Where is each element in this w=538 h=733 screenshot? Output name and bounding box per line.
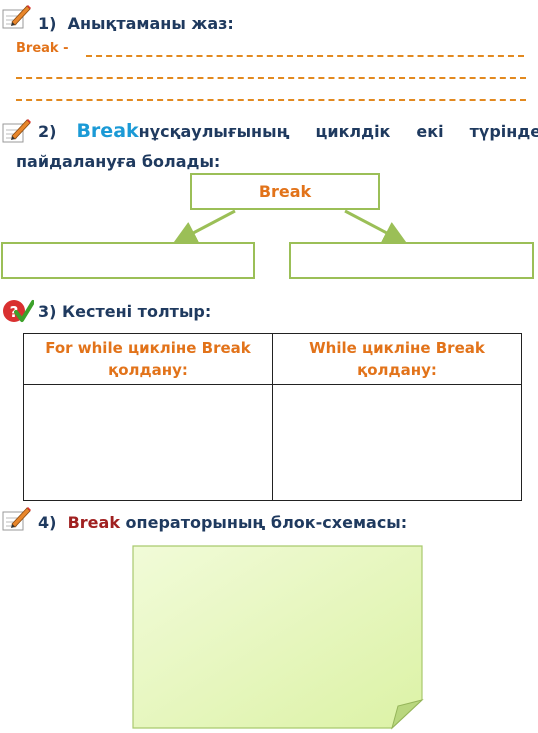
q3-number: 3): [38, 302, 57, 321]
fill-table: For while цикліне Break қолдану: While ц…: [23, 333, 522, 501]
table-header-col2: While цикліне Break қолдану:: [272, 333, 522, 385]
q2-heading-line1: 2) Break нұсқаулығының циклдік екі түрін…: [38, 120, 538, 142]
answer-line-3[interactable]: [16, 99, 526, 101]
sticky-note[interactable]: [130, 544, 426, 730]
table-cell-col2[interactable]: [272, 384, 522, 501]
q4-title: операторының блок-схемасы:: [125, 513, 408, 532]
q4-heading: 4) Break операторының блок-схемасы:: [38, 513, 407, 532]
answer-line-2[interactable]: [16, 77, 526, 79]
q1-term: Break -: [16, 41, 69, 56]
q3-heading: 3) Кестені толтыр:: [38, 302, 211, 321]
q1-number: 1): [38, 14, 57, 33]
break-root-box: Break: [190, 173, 380, 210]
pencil-notepad-icon: [2, 507, 31, 531]
table-row: [23, 384, 522, 501]
pencil-notepad-icon: [2, 119, 31, 143]
break-type-box-right[interactable]: [289, 242, 534, 279]
q3-title: Кестені толтыр:: [62, 302, 212, 321]
break-type-box-left[interactable]: [1, 242, 255, 279]
arrow-left: [172, 209, 236, 244]
q2-word-4: түрінде: [469, 122, 538, 141]
q2-word-1: нұсқаулығының: [138, 122, 290, 141]
break-root-label: Break: [258, 182, 312, 201]
col1-header-line2: қолдану:: [108, 361, 188, 379]
col1-header-line1: For while цикліне Break: [45, 339, 251, 357]
diagram-arrows: [172, 209, 408, 244]
pencil-notepad-icon: [2, 5, 31, 29]
table-cell-col1[interactable]: [23, 384, 273, 501]
col2-header-line1: While цикліне Break: [309, 339, 485, 357]
q4-number: 4): [38, 513, 57, 532]
check-question-icon: ?: [3, 300, 34, 322]
q2-heading-line2: пайдалануға болады:: [16, 152, 221, 171]
q2-word-2: циклдік: [315, 122, 391, 141]
table-header-col1: For while цикліне Break қолдану:: [23, 333, 273, 385]
q2-number: 2): [38, 122, 57, 141]
q2-keyword: Break: [76, 120, 139, 142]
q2-word-3: екі: [416, 122, 444, 141]
answer-line-1[interactable]: [86, 55, 524, 57]
q1-heading: 1) Анықтаманы жаз:: [38, 14, 234, 33]
col2-header-line2: қолдану:: [357, 361, 437, 379]
arrow-right: [344, 209, 408, 244]
q4-keyword: Break: [67, 513, 120, 532]
q1-title: Анықтаманы жаз:: [67, 14, 234, 33]
table-header-row: For while цикліне Break қолдану: While ц…: [23, 333, 522, 385]
